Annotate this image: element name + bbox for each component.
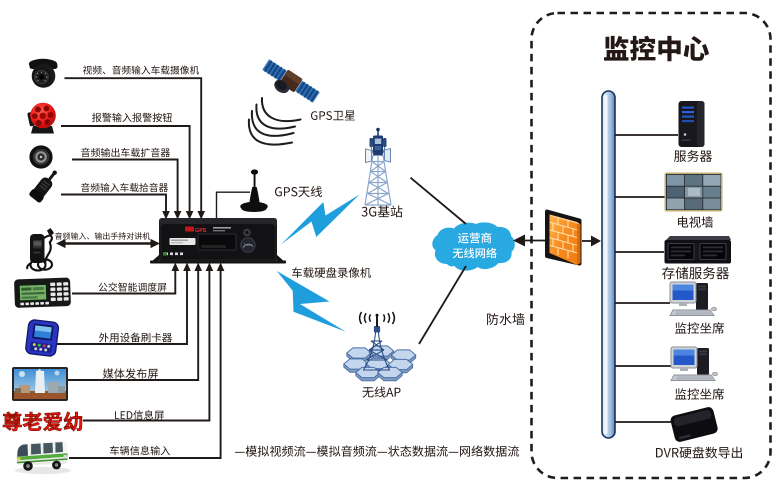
svg-text:GPS: GPS — [195, 228, 207, 234]
